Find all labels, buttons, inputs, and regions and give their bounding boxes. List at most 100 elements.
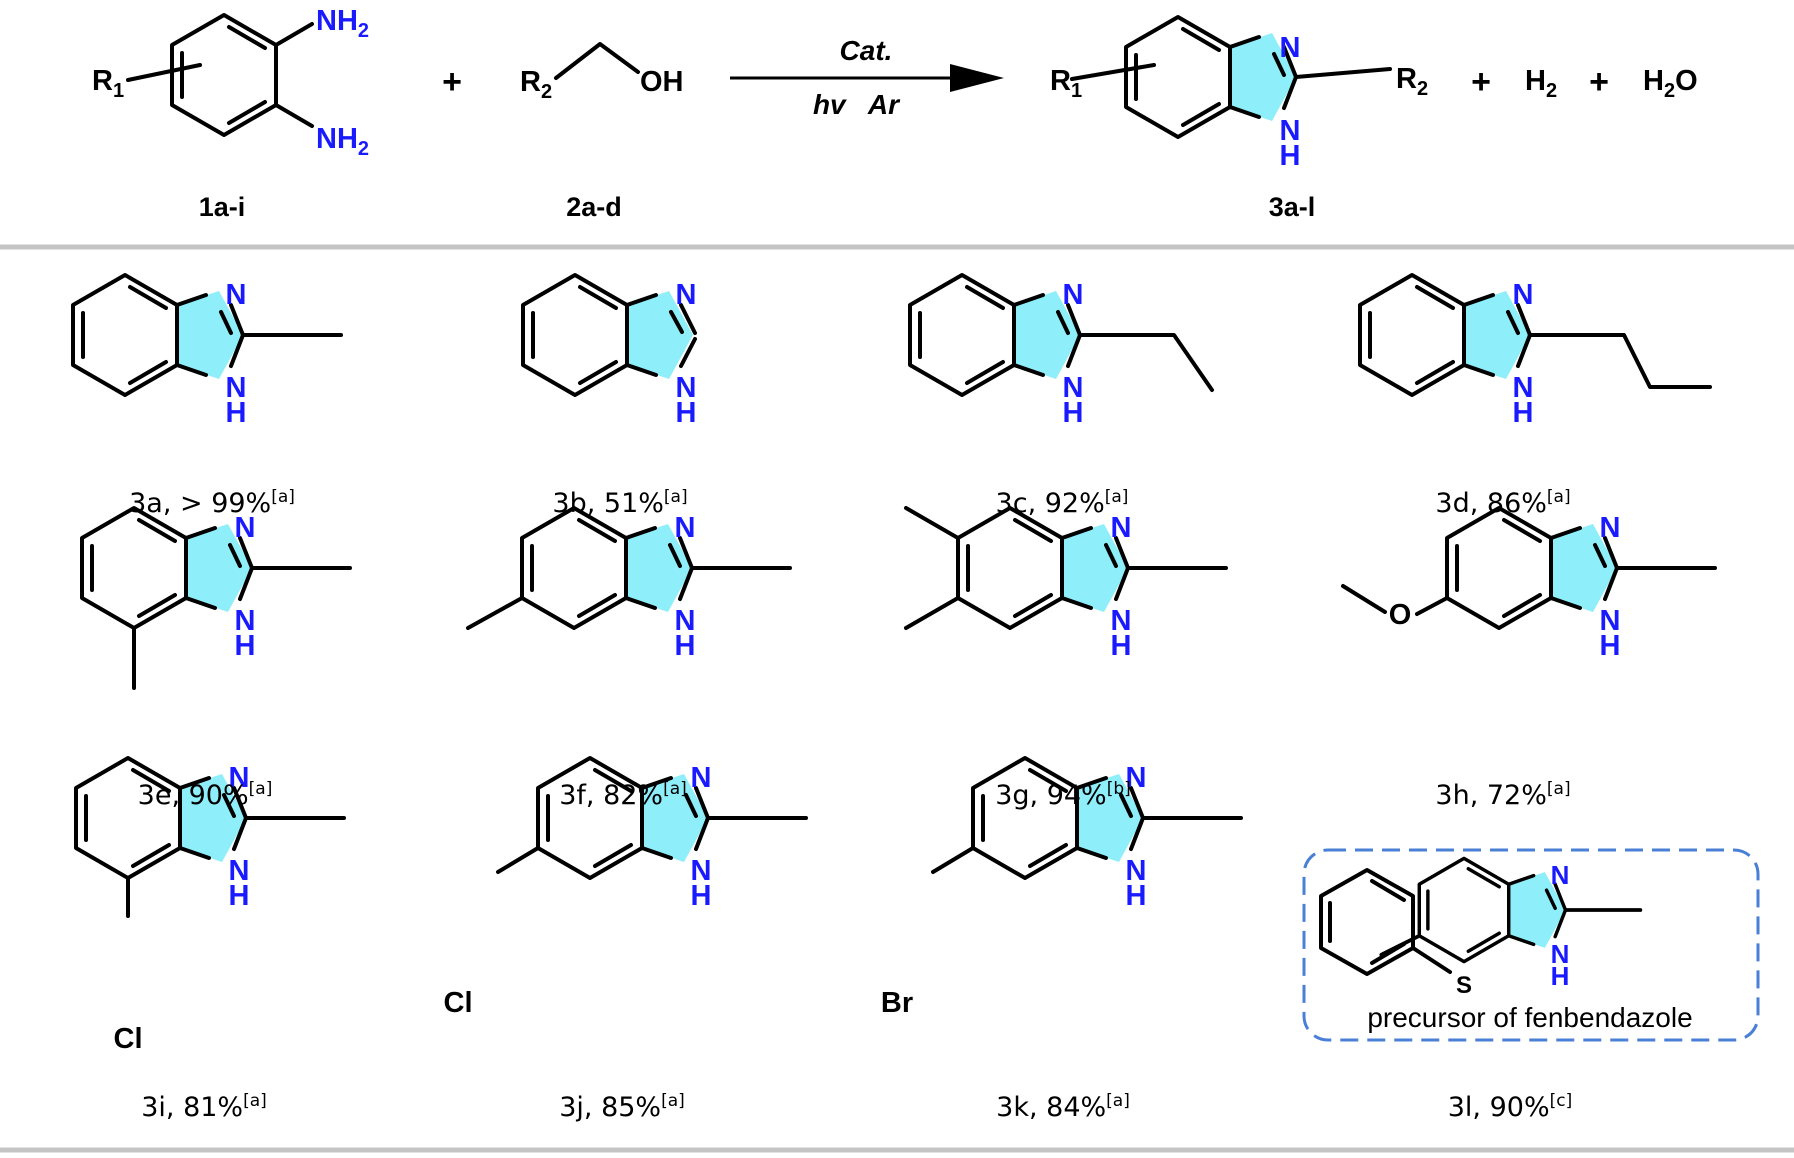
water-o-label: O: [1675, 65, 1698, 97]
caption-3k: 3k, 84%[a]: [996, 1091, 1130, 1123]
compound-3c-structure: [908, 273, 1214, 397]
3i-chlorine-atom: Cl: [114, 1023, 143, 1055]
svg-text:R1: R1: [92, 65, 124, 102]
reactant-alcohol: R2 OH 2a-d: [520, 42, 684, 222]
3g-nh-h-atom: H: [1111, 630, 1132, 662]
product-r1-label: R: [1050, 65, 1071, 97]
3l-nh-h-atom: H: [1551, 961, 1570, 991]
3j-chlorine-atom: Cl: [444, 987, 473, 1019]
hydrogen-label: H: [1525, 65, 1546, 97]
3h-nh-n-atom: N: [1600, 605, 1621, 637]
caption-3c: 3c, 92%[a]: [996, 487, 1129, 519]
3f-n-atom: N: [675, 512, 696, 544]
product-r1-index: 1: [1071, 80, 1082, 102]
3j-nh-n-atom: N: [691, 855, 712, 887]
plus-sign-2: +: [1471, 63, 1491, 101]
3l-nh-n-atom: N: [1551, 939, 1570, 969]
3a-n-atom: N: [226, 279, 247, 311]
3l-sulfur-atom: S: [1456, 972, 1472, 999]
r2-label: R: [520, 66, 541, 98]
3h-oxygen-atom: O: [1389, 599, 1412, 631]
3i-nh-h-atom: H: [229, 880, 250, 912]
product-r2-label: R: [1396, 63, 1417, 95]
compound-3e-structure: [80, 506, 352, 690]
compound-3l-structure: [1379, 856, 1643, 964]
svg-text:H2O: H2O: [1643, 65, 1698, 102]
fenbendazole-highlight-box: [1302, 848, 1760, 1042]
3e-nh-n-atom: N: [235, 605, 256, 637]
caption-3f: 3f, 82%[a]: [559, 779, 687, 811]
3c-nh-n-atom: N: [1063, 372, 1084, 404]
3h-n-atom: N: [1600, 512, 1621, 544]
hydrogen-index: 2: [1546, 80, 1557, 102]
reactant-diamine: R1 NH2 NH2 1a-i: [92, 5, 369, 222]
caption-3h: 3h, 72%[a]: [1435, 779, 1570, 811]
3k-n-atom: N: [1126, 762, 1147, 794]
water-h-label: H: [1643, 65, 1664, 97]
product-n-atom: N: [1280, 32, 1301, 64]
r2-index: 2: [541, 81, 552, 103]
amine-top-index: 2: [358, 20, 369, 42]
3a-nh-n-atom: N: [226, 372, 247, 404]
caption-3j: 3j, 85%[a]: [559, 1091, 685, 1123]
r1-label: R: [92, 65, 113, 97]
compound-3b-structure: [521, 273, 697, 397]
3k-bromine-atom: Br: [881, 987, 913, 1019]
3g-nh-n-atom: N: [1111, 605, 1132, 637]
reaction-arrow: Cat. hv Ar: [730, 35, 1004, 120]
3d-nh-n-atom: N: [1513, 372, 1534, 404]
3b-nh-n-atom: N: [676, 372, 697, 404]
svg-text:H2: H2: [1525, 65, 1557, 102]
compound-3j-structure: [496, 756, 808, 880]
product-nh-h-atom: H: [1280, 140, 1301, 172]
3d-nh-h-atom: H: [1513, 397, 1534, 429]
product-nh-n-atom: N: [1280, 115, 1301, 147]
caption-3g: 3g, 94%[b]: [995, 779, 1131, 811]
caption-3a: 3a, > 99%[a]: [129, 487, 295, 519]
3e-n-atom: N: [235, 512, 256, 544]
compound-3i-structure: [74, 756, 346, 918]
caption-3d: 3d, 86%[a]: [1435, 487, 1570, 519]
svg-text:R2: R2: [520, 66, 552, 103]
caption-3b: 3b, 51%[a]: [552, 487, 687, 519]
3d-n-atom: N: [1513, 279, 1534, 311]
3j-n-atom: N: [691, 762, 712, 794]
code-reactant-2: 2a-d: [566, 192, 622, 222]
caption-3i: 3i, 81%[a]: [141, 1091, 267, 1123]
compound-3g-structure: [904, 506, 1228, 630]
amine-bottom-label: NH: [316, 123, 358, 155]
3k-nh-h-atom: H: [1126, 880, 1147, 912]
water-index: 2: [1664, 80, 1675, 102]
3c-nh-h-atom: H: [1063, 397, 1084, 429]
compound-3f-structure: [466, 506, 792, 630]
3c-n-atom: N: [1063, 279, 1084, 311]
3h-nh-h-atom: H: [1600, 630, 1621, 662]
compound-3d-structure: [1358, 273, 1712, 397]
plus-sign-1: +: [442, 63, 462, 101]
caption-3l: 3l, 90%[c]: [1448, 1091, 1572, 1123]
product-benzimidazole: [1070, 15, 1392, 139]
reaction-equation: R1 NH2 NH2 1a-i + R2 OH 2a-d Cat. hv Ar: [92, 5, 1698, 222]
svg-text:R2: R2: [1396, 63, 1428, 100]
hydroxyl-label: OH: [640, 66, 684, 98]
svg-text:R1: R1: [1050, 65, 1082, 102]
svg-text:NH2: NH2: [316, 5, 369, 42]
amine-top-label: NH: [316, 5, 358, 37]
phenyl-ring: [1319, 868, 1452, 976]
condition-catalyst: Cat.: [840, 35, 893, 66]
plus-sign-3: +: [1589, 63, 1609, 101]
compound-3k-structure: [931, 756, 1243, 880]
fenbendazole-note: precursor of fenbendazole: [1367, 1002, 1692, 1033]
compound-3a-structure: [71, 273, 343, 397]
3j-nh-h-atom: H: [691, 880, 712, 912]
product-r2-index: 2: [1417, 78, 1428, 100]
svg-text:NH2: NH2: [316, 123, 369, 160]
3i-n-atom: N: [229, 762, 250, 794]
3f-nh-n-atom: N: [675, 605, 696, 637]
3b-nh-h-atom: H: [676, 397, 697, 429]
3l-n-atom: N: [1551, 860, 1570, 890]
3a-nh-h-atom: H: [226, 397, 247, 429]
code-reactant-1: 1a-i: [199, 192, 246, 222]
r1-index: 1: [113, 80, 124, 102]
